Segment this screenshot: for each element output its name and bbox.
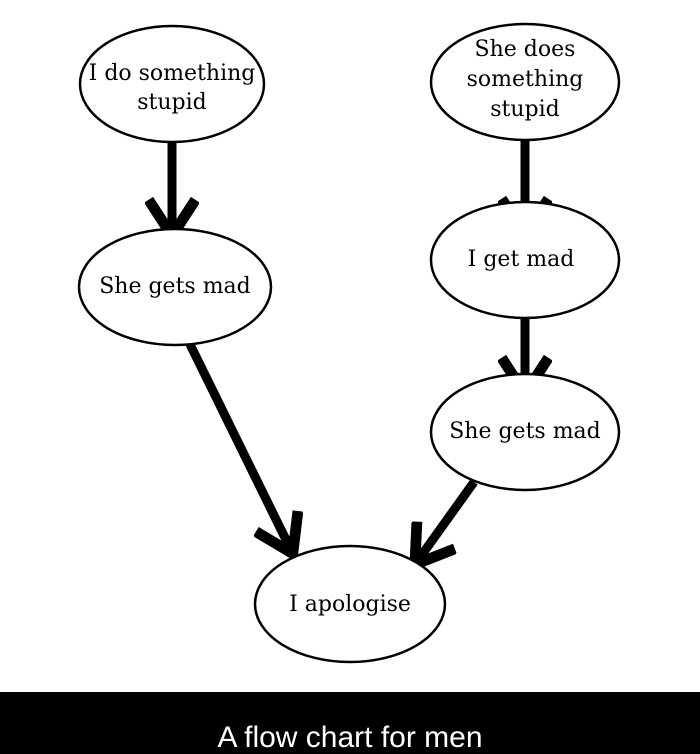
flow-chart: I do something stupid She does something… — [77, 22, 621, 664]
node-she-does-something-stupid: She does something stupid — [429, 22, 621, 142]
node-label-line: She does — [475, 37, 576, 62]
node-i-do-something-stupid: I do something stupid — [78, 24, 266, 144]
node-label-line: I get mad — [468, 247, 575, 272]
node-label-line: She gets mad — [449, 419, 601, 444]
node-label-line: I do something — [89, 61, 256, 86]
arrow-right-diagonal — [416, 479, 478, 563]
node-she-gets-mad-left: She gets mad — [77, 227, 273, 347]
caption-text: A flow chart for men — [217, 721, 483, 754]
node-she-gets-mad-right: She gets mad — [429, 372, 621, 492]
node-label-line: something — [467, 67, 584, 92]
node-label-line: stupid — [490, 97, 560, 122]
arrow-left-diagonal — [177, 326, 292, 552]
caption-bar: A flow chart for men — [0, 692, 700, 754]
node-label-line: stupid — [137, 90, 207, 115]
node-i-apologise: I apologise — [253, 544, 447, 664]
node-i-get-mad: I get mad — [429, 200, 621, 320]
node-label-line: She gets mad — [99, 274, 251, 299]
node-label-line: I apologise — [289, 592, 411, 617]
